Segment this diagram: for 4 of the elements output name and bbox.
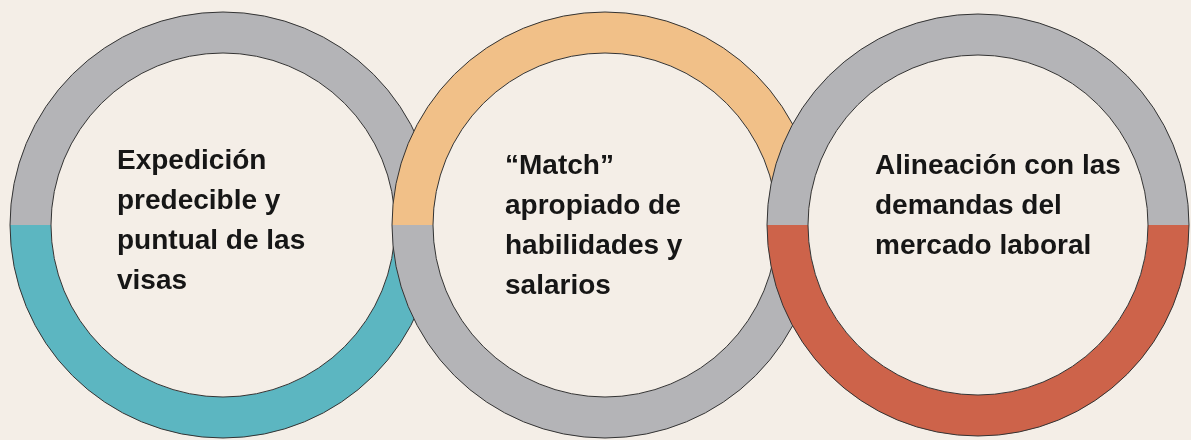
- circle-label: “Match” apropiado de habilidades y salarios: [505, 148, 684, 302]
- circle-label: Expedición predecible y puntual de las visas: [117, 143, 307, 297]
- ring-circle: [767, 14, 1189, 436]
- circle-label: Alineación con las demandas del mercado laboral: [875, 148, 1122, 262]
